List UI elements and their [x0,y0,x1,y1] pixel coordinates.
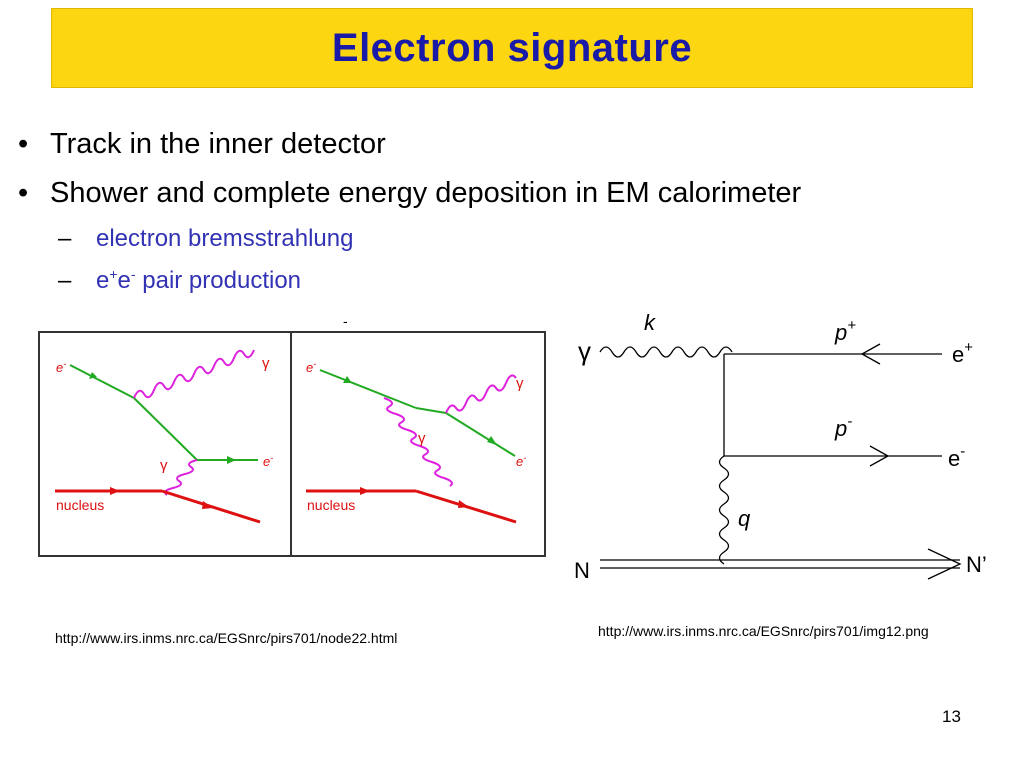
svg-text:e-: e- [306,359,316,375]
label-virtual-photon: γ [418,430,426,447]
slide-title: Electron signature [331,25,693,70]
sub-dash: – [58,225,72,252]
electron-arrow [869,445,890,467]
label-e-in-sup: - [313,359,316,369]
top-mark: - [343,313,348,329]
svg-text:e-: e- [263,453,273,469]
nucleus-out-arrow [458,500,469,508]
electron-out-line [445,412,516,457]
label-e-out: e [516,454,523,469]
label-p-minus: p [834,416,847,441]
positron-arrow [860,343,881,365]
label-photon-out: γ [516,375,524,392]
subbullet-brems: –electron bremsstrahlung [58,225,353,253]
pair-minus: - [130,266,136,282]
label-gamma: γ [578,336,591,366]
electron-out-arrow [487,436,497,445]
pair-plus: + [109,266,118,282]
electron-out-arrow [227,456,236,464]
label-e-plus-sup: + [964,339,973,356]
label-N: N [574,558,590,583]
label-nucleus: nucleus [56,497,104,513]
right-panel: e- γ γ e- nucleus [306,359,526,524]
bullet-text: Shower and complete energy deposition in… [50,177,802,209]
sub-dash: – [58,267,72,294]
label-k: k [644,310,656,335]
label-e-minus-sup: - [960,443,965,460]
label-e-out-sup: - [270,453,273,463]
svg-text:e-: e- [56,359,66,375]
photon-out-wave [445,374,517,414]
nucleus-out-arrow [202,501,213,509]
svg-text:p+: p+ [834,317,856,345]
electron-arrow [343,376,352,383]
label-p-minus-sup: - [847,413,852,430]
svg-text:p-: p- [834,413,852,441]
url-right[interactable]: http://www.irs.inms.nrc.ca/EGSnrc/pirs70… [598,623,929,639]
label-N-prime: N’ [966,552,987,577]
virtual-photon-wave [383,397,453,487]
label-e-out-sup: - [523,453,526,463]
subbullet-pair: –e+e- pair production [58,266,301,295]
svg-text:e-: e- [948,443,965,471]
photon-out-wave [133,349,255,399]
nucleus-arrow [360,487,370,495]
left-panel: e- γ γ e- nucleus [55,349,273,524]
electron-mid-line [415,407,447,414]
bullet-text: Track in the inner detector [50,128,386,160]
bullet-dot: • [18,177,29,209]
svg-text:e-: e- [516,453,526,469]
electron-arrow [89,372,97,379]
label-nucleus: nucleus [307,497,355,513]
label-p-plus: p [834,320,847,345]
pair-e2: e [117,267,131,294]
electron-in-line [69,364,135,399]
bullet-shower: • Shower and complete energy deposition i… [18,177,801,210]
label-p-plus-sup: + [847,317,856,334]
bullet-track: • Track in the inner detector [18,128,386,161]
label-e-in: e [306,360,313,375]
pair-e1: e [96,267,110,294]
nucleus-arrow [110,487,120,495]
sub-text: electron bremsstrahlung [96,225,354,252]
pair-rest: pair production [135,267,302,294]
svg-text:e+: e+ [952,339,973,367]
electron-mid-line [133,397,198,461]
label-e-plus: e [952,342,964,367]
label-q: q [738,506,751,531]
label-e-out: e [263,454,270,469]
virtual-photon-q-wave [718,455,730,565]
bullet-dot: • [18,128,29,160]
nucleus-out-line [161,489,261,524]
nucleus-arrow [927,548,962,580]
electron-in-line [319,369,417,409]
label-photon-out: γ [262,355,270,372]
label-e-in: e [56,360,63,375]
label-e-in-sup: - [63,359,66,369]
virtual-photon-wave [164,459,198,496]
title-bar: Electron signature [51,8,973,88]
label-virtual-photon: γ [160,457,168,474]
photon-k-wave [599,346,733,358]
url-left[interactable]: http://www.irs.inms.nrc.ca/EGSnrc/pirs70… [55,630,398,646]
page-number: 13 [942,707,961,726]
label-e-minus: e [948,446,960,471]
